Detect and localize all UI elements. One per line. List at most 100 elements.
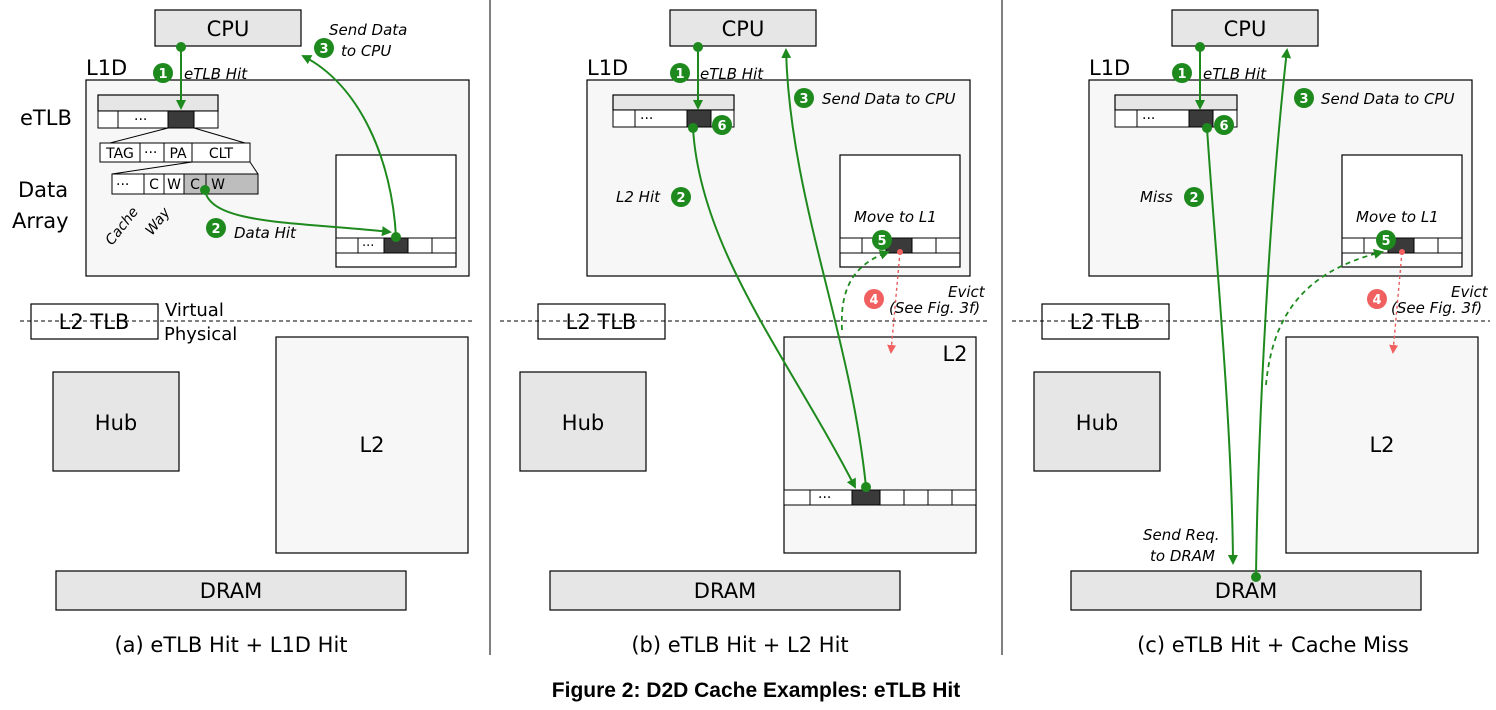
flow-send-data-c [1255, 48, 1292, 578]
flow-data-hit-a [204, 189, 392, 237]
step-1-label-a: eTLB Hit [184, 65, 248, 83]
pa-field: PA [169, 146, 187, 162]
flow-move-to-l1-c [1265, 249, 1384, 386]
step-2-label-a: Data Hit [234, 224, 297, 242]
cpu-block-c [1171, 9, 1319, 47]
svg-text:···: ··· [116, 177, 129, 193]
step-5-label-c: Move to L1 [1356, 208, 1439, 226]
hub-block-a [52, 371, 180, 472]
panel-a: CPU L1D eTLB Data Array ··· TAG ··· PA C… [12, 9, 475, 657]
step-4-label-c-2: (See Fig. 3f) [1391, 299, 1482, 317]
svg-text:C: C [149, 177, 159, 193]
svg-text:1: 1 [675, 67, 684, 82]
step-3-label-a: Send Data [329, 21, 407, 39]
l2tlb-label-b: L2 TLB [566, 310, 637, 334]
step-1-label-b: eTLB Hit [700, 65, 764, 83]
svg-text:3: 3 [799, 92, 808, 107]
svg-text:···: ··· [640, 111, 653, 127]
svg-text:2: 2 [1189, 191, 1198, 206]
l2-hit-line-b [851, 489, 881, 506]
hub-label-a: Hub [95, 411, 137, 435]
svg-text:···: ··· [362, 239, 374, 254]
figure-caption: Figure 2: D2D Cache Examples: eTLB Hit [552, 679, 960, 702]
flow-move-to-l1-b [840, 250, 890, 331]
cpu-label-b: CPU [722, 17, 765, 41]
step-3-label-a-2: to CPU [341, 42, 391, 60]
etlb-hit-entry-a [167, 110, 195, 129]
dram-label-c: DRAM [1215, 579, 1277, 603]
svg-text:3: 3 [1299, 92, 1308, 107]
svg-text:3: 3 [319, 42, 328, 57]
step-5-badge-b [872, 230, 892, 250]
step-2-label-b: L2 Hit [616, 188, 661, 206]
svg-text:···: ··· [144, 145, 157, 161]
caption-a: (a) eTLB Hit + L1D Hit [114, 633, 347, 657]
step-4-label-b-2: (See Fig. 3f) [889, 299, 980, 317]
dram-block-b [549, 570, 901, 611]
cpu-label-c: CPU [1224, 17, 1267, 41]
caption-b: (b) eTLB Hit + L2 Hit [631, 633, 848, 657]
flow-evict-c [1389, 251, 1403, 354]
etlb-header-b [612, 94, 735, 111]
step-1-badge-c [1172, 63, 1192, 83]
step-3-badge-a [314, 38, 334, 58]
l1d-label-a: L1D [86, 56, 127, 80]
hub-block-c [1033, 371, 1161, 472]
svg-text:5: 5 [877, 234, 886, 249]
etlb-label-a: eTLB [20, 106, 72, 130]
step-5-label-b: Move to L1 [854, 208, 937, 226]
dram-block-c [1070, 570, 1422, 611]
physical-label: Physical [164, 324, 237, 345]
panel-b: CPU L1D ··· L2 TLB Hub L2 ··· DRAM [500, 9, 990, 657]
step-4-label-b: Evict [948, 283, 986, 301]
dram-block-a [55, 570, 407, 611]
step-2-label-c: Miss [1140, 188, 1173, 206]
svg-text:W: W [211, 177, 225, 193]
hub-label-b: Hub [562, 411, 604, 435]
svg-text:1: 1 [158, 67, 167, 82]
step-3-badge-c [1294, 88, 1314, 108]
svg-text:C: C [190, 177, 200, 193]
virtual-label: Virtual [165, 300, 224, 321]
svg-text:5: 5 [1381, 234, 1390, 249]
etlb-header-c [1114, 94, 1238, 111]
data-array-label-a: Data [18, 178, 68, 202]
step-1-badge-b [670, 63, 690, 83]
svg-text:W: W [167, 177, 181, 193]
step-4-badge-b [864, 289, 884, 309]
l2-label-b: L2 [942, 342, 967, 366]
step-1-label-c: eTLB Hit [1203, 65, 1267, 83]
dram-label-a: DRAM [200, 579, 262, 603]
l2-block-c [1285, 336, 1479, 554]
hub-label-c: Hub [1076, 411, 1118, 435]
flow-send-data-b [781, 48, 867, 488]
l2-label-c: L2 [1369, 433, 1394, 457]
step-6-badge-c [1214, 115, 1234, 135]
flow-evict-b [887, 251, 901, 354]
step-3-label-b: Send Data to CPU [822, 90, 955, 108]
step-5-badge-c [1376, 230, 1396, 250]
svg-text:···: ··· [1142, 111, 1155, 127]
l1d-label-b: L1D [587, 56, 628, 80]
panel-c: CPU L1D ··· L2 TLB Hub L2 DRAM [1012, 9, 1490, 657]
flow-send-req-c [1206, 127, 1238, 565]
step-2-badge-b [671, 187, 691, 207]
l2tlb-label-c: L2 TLB [1070, 310, 1141, 334]
step-6-badge-b [712, 115, 732, 135]
step-3-label-c: Send Data to CPU [1321, 90, 1454, 108]
l2tlb-label-a: L2 TLB [59, 310, 130, 334]
svg-text:2: 2 [676, 191, 685, 206]
step-1-badge-a [153, 63, 173, 83]
send-req-label-c: Send Req. [1143, 526, 1220, 544]
clt-field: CLT [209, 146, 234, 162]
l2-block-b [783, 336, 977, 554]
svg-text:6: 6 [717, 119, 726, 134]
flow-send-data-a [301, 55, 397, 238]
l2-label-a: L2 [359, 433, 384, 457]
svg-text:4: 4 [1372, 293, 1381, 308]
etlb-header-a [97, 94, 219, 112]
flow-l2-hit-b [692, 127, 856, 489]
caption-c: (c) eTLB Hit + Cache Miss [1137, 633, 1409, 657]
send-req-label-c-2: to DRAM [1150, 547, 1215, 565]
